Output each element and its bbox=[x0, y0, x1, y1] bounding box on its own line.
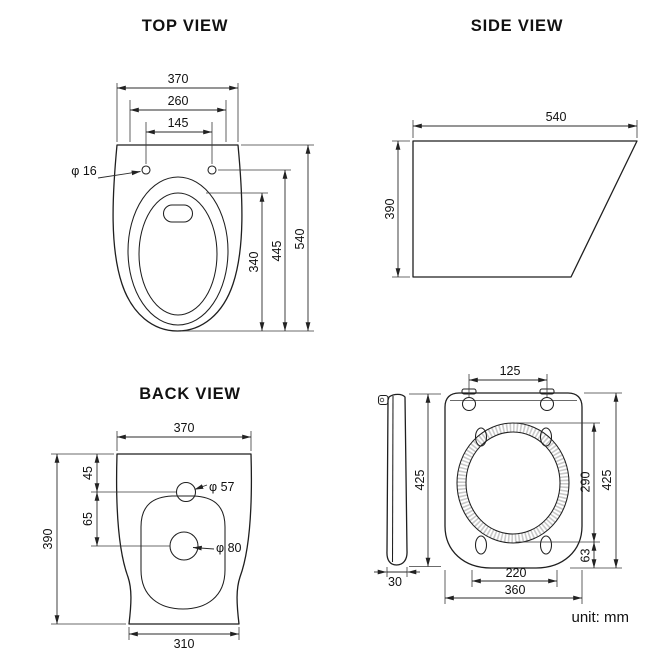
dim-370-back-lines bbox=[116, 431, 252, 451]
dim-bumper-offset: 63 bbox=[579, 549, 593, 563]
dim-45-lines bbox=[91, 453, 176, 493]
dim-seat-inner-length: 290 bbox=[579, 472, 593, 493]
water-inlet-hole bbox=[175, 481, 197, 503]
dim-side-depth: 540 bbox=[546, 110, 567, 124]
back-view: BACK VIEW 370 45 65 390 φ 5 bbox=[41, 385, 253, 650]
flush-opening bbox=[162, 204, 194, 223]
side-view: SIDE VIEW 540 390 bbox=[383, 17, 638, 278]
seat-cover-view: 30 425 125 bbox=[374, 364, 629, 626]
dim-445-lines bbox=[218, 169, 291, 332]
hinge-cap-right bbox=[539, 396, 555, 412]
dim-overall-depth: 540 bbox=[293, 229, 307, 250]
dim-large-hole-diameter: φ 80 bbox=[216, 541, 242, 555]
seat-hinge-hole-left bbox=[141, 165, 151, 175]
lid-contour-outer bbox=[456, 422, 570, 544]
dim-seat-length-left: 425 bbox=[413, 470, 427, 491]
hinge-pin bbox=[377, 394, 389, 406]
dim-rim-width: 260 bbox=[168, 94, 189, 108]
dim-phi16-leader bbox=[97, 170, 141, 179]
drain-hole bbox=[169, 531, 199, 561]
dim-260-lines bbox=[129, 100, 227, 142]
dim-145-lines bbox=[145, 122, 213, 164]
pad-bottom-left bbox=[474, 535, 488, 555]
dim-seat-inner-width: 220 bbox=[506, 566, 527, 580]
dim-360-lines bbox=[444, 570, 583, 604]
toilet-back-outline bbox=[115, 453, 253, 625]
dim-290-lines bbox=[516, 422, 600, 543]
dim-370-top-lines bbox=[116, 83, 239, 142]
pad-bottom-right bbox=[539, 535, 553, 555]
dim-top-overall-width: 370 bbox=[168, 72, 189, 86]
dim-profile-thickness: 30 bbox=[388, 575, 402, 589]
dim-small-hole-diameter: φ 57 bbox=[209, 480, 235, 494]
lid-contour-inner bbox=[465, 431, 561, 535]
bowl-rim-outer bbox=[127, 176, 229, 326]
lid-texture-ring bbox=[457, 423, 569, 543]
dim-390-side-lines bbox=[392, 140, 410, 278]
pad-top-left bbox=[474, 427, 488, 447]
dim-hinge-hole-spacing: 145 bbox=[168, 116, 189, 130]
dim-63-lines bbox=[570, 541, 622, 569]
top-view-title: TOP VIEW bbox=[142, 17, 228, 35]
dim-back-height: 390 bbox=[41, 529, 55, 550]
seat-side-profile bbox=[377, 393, 408, 566]
dim-seat-overall-width: 360 bbox=[505, 583, 526, 597]
dim-side-height: 390 bbox=[383, 199, 397, 220]
dim-mid-depth: 445 bbox=[270, 241, 284, 262]
toilet-side-outline bbox=[412, 140, 638, 278]
dim-65-lines bbox=[91, 491, 170, 547]
dim-30-lines bbox=[374, 567, 420, 577]
dim-top-to-small-hole: 45 bbox=[81, 466, 95, 480]
hinge-pin-hole bbox=[379, 397, 385, 403]
back-view-title: BACK VIEW bbox=[139, 385, 241, 403]
top-view: TOP VIEW 370 260 145 φ 16 bbox=[71, 17, 314, 332]
bowl-rim-inner bbox=[138, 192, 218, 316]
dim-phi57-leader bbox=[194, 484, 208, 490]
side-view-title: SIDE VIEW bbox=[471, 17, 563, 35]
dim-540-top-lines bbox=[241, 144, 314, 332]
dim-phi80-leader bbox=[192, 545, 215, 551]
dim-340-lines bbox=[206, 192, 268, 332]
unit-label: unit: mm bbox=[571, 609, 629, 626]
dim-125-lines bbox=[468, 374, 548, 397]
seat-hinge-hole-right bbox=[207, 165, 217, 175]
dim-seat-hinge-spacing: 125 bbox=[500, 364, 521, 378]
pad-top-right bbox=[539, 427, 553, 447]
dim-390-back-lines bbox=[51, 453, 126, 625]
toilet-top-outline bbox=[112, 144, 243, 332]
dim-hinge-hole-diameter: φ 16 bbox=[71, 164, 97, 178]
dim-310-lines bbox=[128, 627, 240, 640]
hinge-cap-left bbox=[461, 396, 477, 412]
dim-220-lines bbox=[471, 570, 558, 587]
dim-back-top-width: 370 bbox=[174, 421, 195, 435]
dim-425-left-lines bbox=[409, 393, 441, 567]
dim-bottom-width: 310 bbox=[174, 637, 195, 650]
dim-540-side-lines bbox=[412, 120, 638, 138]
dim-inner-depth: 340 bbox=[247, 252, 261, 273]
pedestal-inner-outline bbox=[140, 495, 226, 610]
dim-hole-spacing: 65 bbox=[81, 512, 95, 526]
dim-seat-length-right: 425 bbox=[600, 470, 614, 491]
dim-425-right-lines bbox=[584, 392, 622, 569]
